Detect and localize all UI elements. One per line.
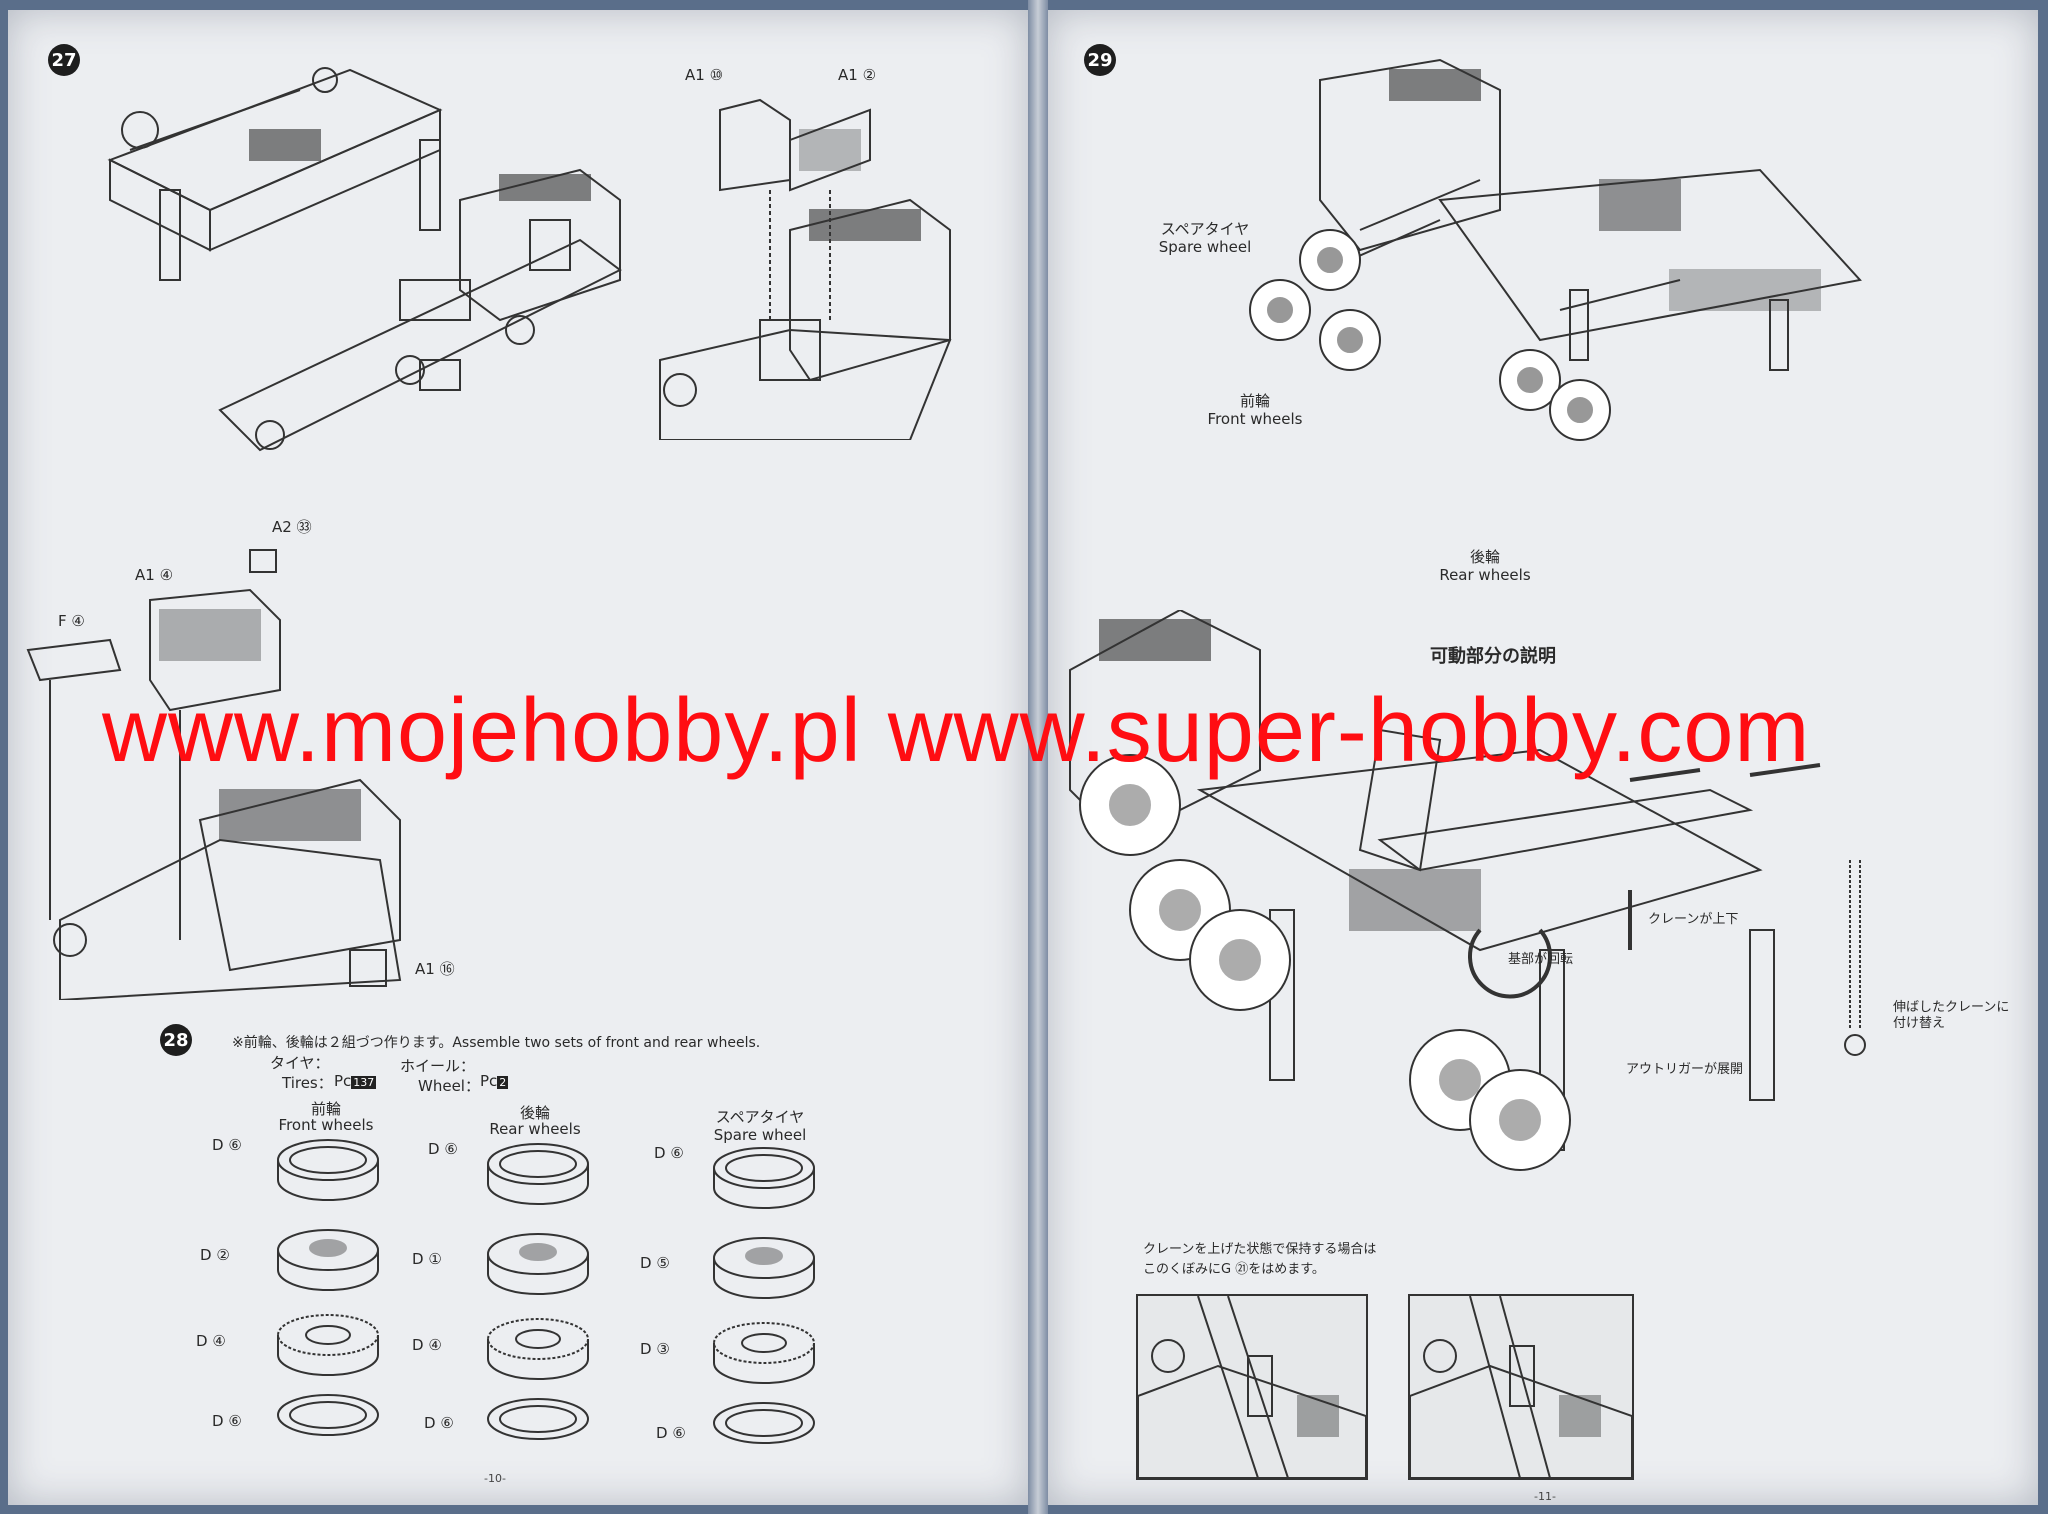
step29-front-jp: 前輪 (1239, 392, 1270, 410)
front-part-2: D ② (200, 1246, 230, 1264)
front-part-4: D ⑥ (212, 1412, 242, 1430)
step-28-marker: 28 (160, 1024, 192, 1056)
wheel-label-en: Wheel： (418, 1077, 480, 1095)
cab-detail-drawing (650, 90, 980, 440)
rear-part-3: D ④ (412, 1336, 442, 1354)
step29-rear-jp: 後輪 (1469, 548, 1500, 566)
front-part-3: D ④ (196, 1332, 226, 1350)
rear-part-4: D ⑥ (424, 1414, 454, 1432)
part-label-a1-16: A1 ⑯ (415, 960, 455, 978)
front-wheels-jp: 前輪 (310, 1100, 341, 1118)
chassis-drawing (200, 160, 630, 470)
step29-rear-en: Rear wheels (1439, 566, 1531, 584)
base-rotate-label: 基部が回転 (1508, 952, 1574, 967)
spare-part-3: D ③ (640, 1340, 670, 1358)
left-page-number: -10- (484, 1472, 506, 1485)
part-label-a1-4: A1 ④ (135, 566, 174, 584)
page-gutter (1028, 0, 1048, 1514)
detail-box-before (1136, 1294, 1368, 1480)
crane-updown-label: クレーンが上下 (1648, 912, 1739, 927)
watermark-text: www.mojehobby.pl www.super-hobby.com (102, 681, 1811, 781)
part-label-a1-10: A1 ⑩ (685, 66, 724, 84)
assembly-drawing (20, 540, 420, 1000)
left-page (8, 10, 1028, 1505)
spare-part-2: D ⑤ (640, 1254, 670, 1272)
part-label-a1-2: A1 ② (838, 66, 877, 84)
keep-note-line-1: クレーンを上げた状態で保持する場合は (1143, 1242, 1377, 1257)
spare-part-1: D ⑥ (654, 1144, 684, 1162)
keep-note-line-2: このくぼみにG ㉑をはめます。 (1143, 1262, 1325, 1277)
hook-note-line-2: 付け替え (1893, 1016, 1946, 1031)
right-page-number: -11- (1534, 1490, 1556, 1503)
rear-wheels-en: Rear wheels (489, 1120, 581, 1138)
spare-wheel-jp: スペアタイヤ (715, 1108, 805, 1126)
tires-label-jp: タイヤ： (270, 1054, 330, 1072)
step29-front-en: Front wheels (1207, 410, 1303, 428)
step-29-marker: 29 (1084, 44, 1116, 76)
front-wheel-stack-drawing (268, 1130, 388, 1450)
step29-spare-jp: スペアタイヤ (1160, 220, 1250, 238)
rear-part-1: D ⑥ (428, 1140, 458, 1158)
step-28-note: ※前輪、後輪は２組づつ作ります。Assemble two sets of fro… (232, 1035, 761, 1051)
outrigger-label: アウトリガーが展開 (1626, 1062, 1744, 1077)
spare-wheel-en: Spare wheel (713, 1126, 807, 1144)
part-label-a2-33: A2 ㉝ (272, 518, 312, 536)
tires-label-en: Tires： (282, 1074, 333, 1092)
wheel-label-jp: ホイール： (400, 1057, 476, 1075)
rear-wheels-jp: 後輪 (519, 1104, 550, 1122)
part-label-f-4: F ④ (58, 612, 85, 630)
spare-part-4: D ⑥ (656, 1424, 686, 1442)
crane-truck-drawing (1060, 610, 1900, 1220)
truck-wheels-drawing (1240, 50, 1900, 470)
right-page (1048, 10, 2038, 1505)
hook-note-line-1: 伸ばしたクレーンに (1893, 1000, 2010, 1015)
step29-spare-en: Spare wheel (1158, 238, 1252, 256)
movable-parts-title: 可動部分の説明 (1430, 646, 1556, 667)
rear-wheel-stack-drawing (478, 1134, 598, 1454)
front-part-1: D ⑥ (212, 1136, 242, 1154)
spare-wheel-stack-drawing (704, 1138, 824, 1458)
step-27-marker: 27 (48, 44, 80, 76)
detail-box-after (1408, 1294, 1634, 1480)
rear-part-2: D ① (412, 1250, 442, 1268)
front-wheels-en: Front wheels (278, 1116, 374, 1134)
crane-body-drawing (100, 50, 460, 300)
